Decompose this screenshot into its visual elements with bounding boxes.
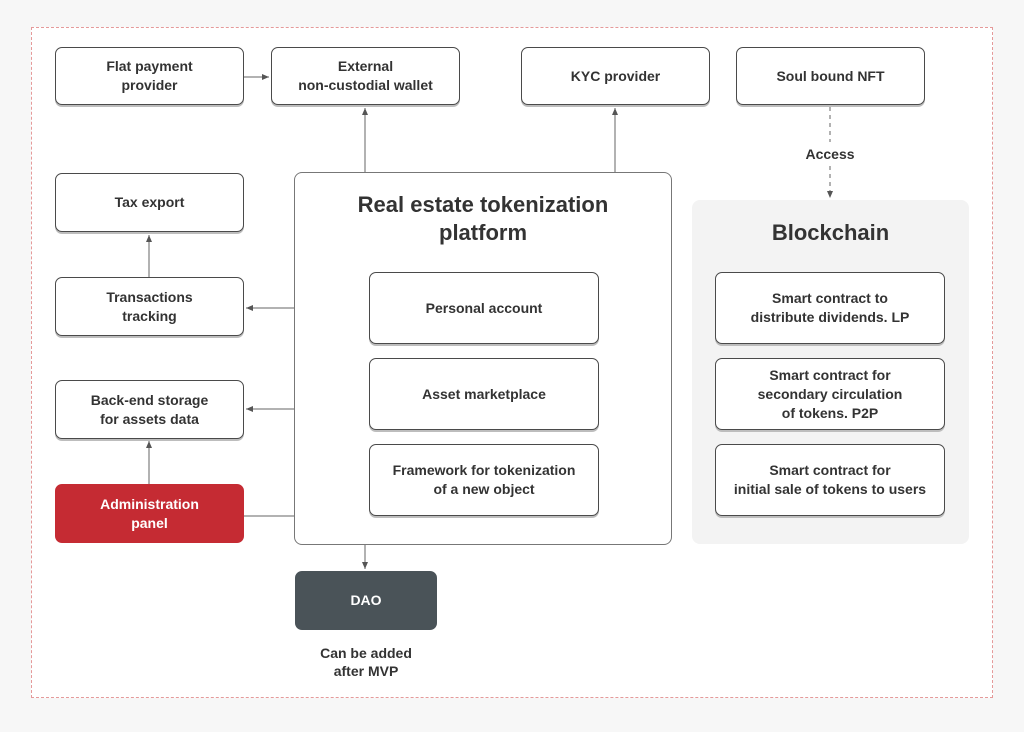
kyc-provider-box: KYC provider [521, 47, 710, 105]
asset-marketplace-box: Asset marketplace [369, 358, 599, 430]
administration-panel-box: Administration panel [55, 484, 244, 543]
tokenization-framework-box: Framework for tokenization of a new obje… [369, 444, 599, 516]
contract-initial-sale-box: Smart contract for initial sale of token… [715, 444, 945, 516]
backend-storage-box: Back-end storage for assets data [55, 380, 244, 439]
personal-account-box: Personal account [369, 272, 599, 344]
dao-note: Can be added after MVP [320, 645, 412, 679]
fiat-payment-provider-box: Flat payment provider [55, 47, 244, 105]
contract-dividends-box: Smart contract to distribute dividends. … [715, 272, 945, 344]
tax-export-box: Tax export [55, 173, 244, 232]
platform-title: Real estate tokenization platform [357, 192, 609, 245]
soulbound-nft-box: Soul bound NFT [736, 47, 925, 105]
access-label: Access [805, 146, 855, 162]
dao-box: DAO [295, 571, 437, 630]
transactions-tracking-box: Transactions tracking [55, 277, 244, 336]
contract-secondary-box: Smart contract for secondary circulation… [715, 358, 945, 430]
blockchain-title: Blockchain [771, 220, 890, 245]
external-wallet-box: External non-custodial wallet [271, 47, 460, 105]
